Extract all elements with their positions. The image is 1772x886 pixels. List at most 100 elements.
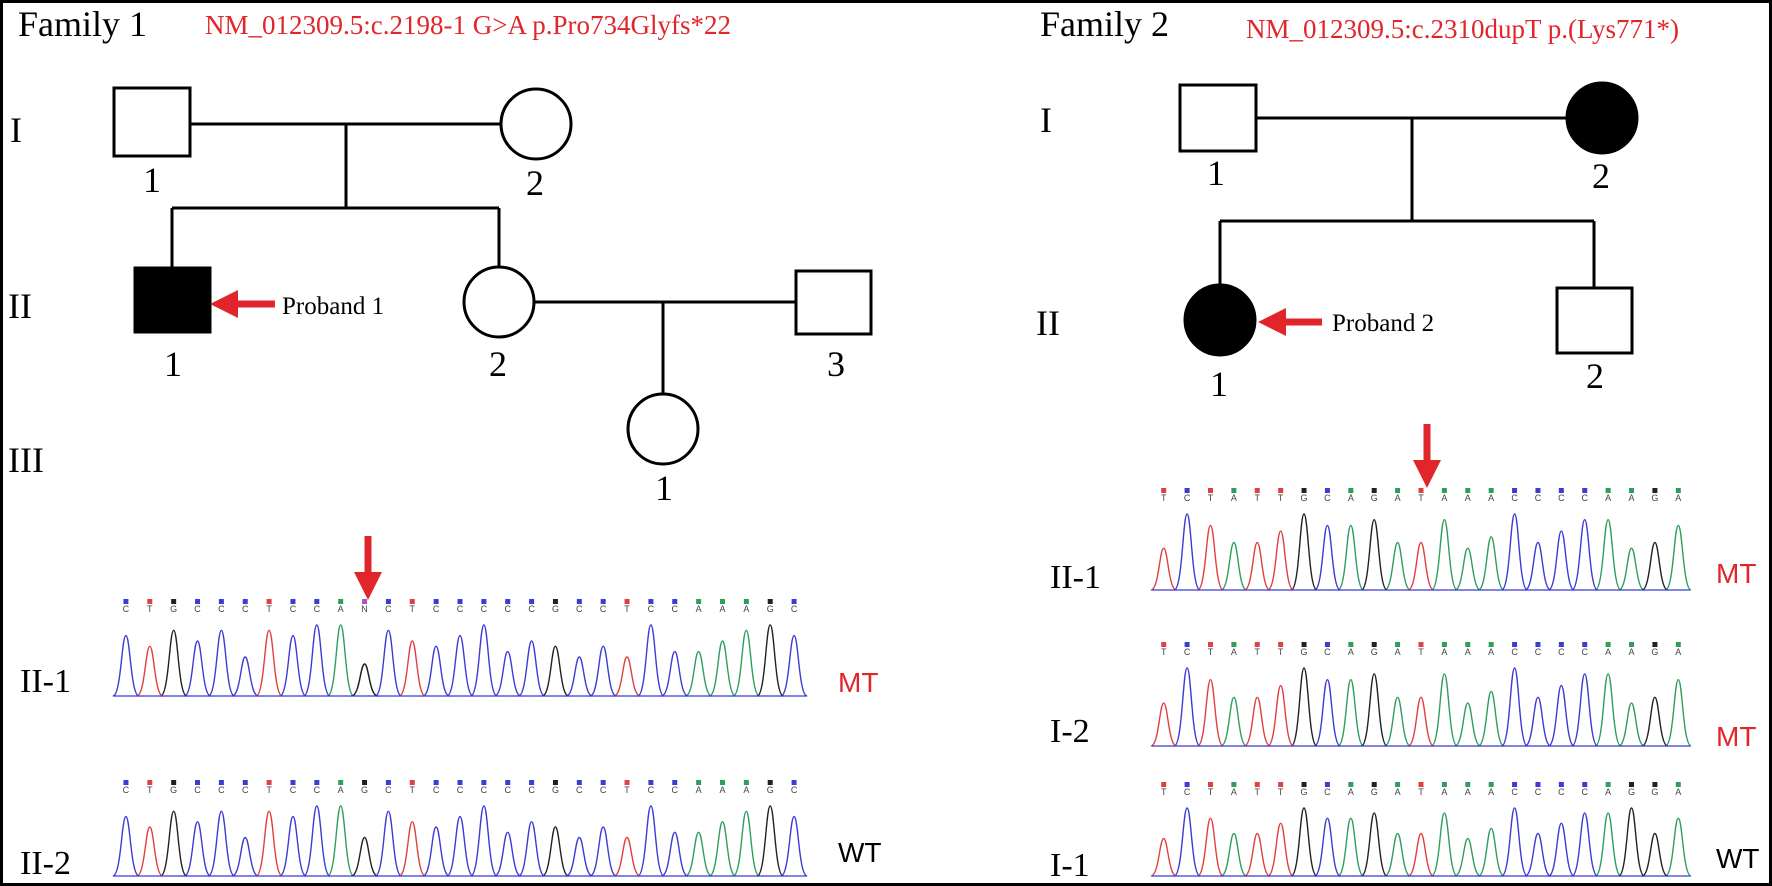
chromatogram-peak-trace (1150, 817, 1435, 877)
base-call-marker (1254, 488, 1260, 493)
family-1-trace-label-II-2: II-2 (20, 845, 71, 882)
family-2-member-I-1-label: 1 (1207, 153, 1225, 193)
base-call-letter: C (672, 604, 679, 614)
base-call-marker (1278, 488, 1284, 493)
base-call-marker (1629, 488, 1635, 493)
base-call-marker (648, 780, 654, 785)
base-call-letter: C (385, 785, 392, 795)
base-call-letter: C (194, 604, 201, 614)
base-call-marker (1512, 488, 1518, 493)
base-call-letter: C (528, 785, 535, 795)
base-call-marker (1395, 642, 1401, 647)
family-1-member-II-2-symbol (462, 265, 536, 339)
base-call-marker (1324, 782, 1330, 787)
base-call-letter: C (576, 604, 583, 614)
base-call-marker (600, 780, 606, 785)
family-1-proband-label: Proband 1 (282, 293, 384, 320)
base-call-letter: C (600, 785, 607, 795)
base-call-letter: C (123, 604, 130, 614)
base-call-marker (1652, 642, 1658, 647)
base-call-marker (1558, 488, 1564, 493)
base-call-letter: C (1535, 647, 1542, 657)
chromatogram-peak-trace (1220, 673, 1692, 747)
base-call-marker (171, 599, 177, 604)
base-call-marker (1605, 488, 1611, 493)
base-call-letter: C (791, 604, 798, 614)
base-call-letter: C (218, 604, 225, 614)
family-1-generation-I: I (10, 110, 22, 150)
base-call-letter: T (1208, 647, 1214, 657)
base-call-letter: G (170, 785, 177, 795)
base-call-letter: T (1208, 787, 1214, 797)
chromatogram-peak-trace (1290, 807, 1669, 877)
base-call-letter: T (147, 785, 153, 795)
base-call-letter: A (1231, 787, 1237, 797)
base-call-marker (1512, 642, 1518, 647)
family-1-variant: NM_012309.5:c.2198-1 G>A p.Pro734Glyfs*2… (205, 10, 731, 40)
family-1-member-II-1-symbol (133, 266, 212, 334)
base-call-marker (767, 599, 773, 604)
base-call-letter: A (1348, 787, 1354, 797)
base-call-letter: T (1278, 647, 1284, 657)
base-call-marker (1465, 488, 1471, 493)
base-call-letter: C (1581, 493, 1588, 503)
family-1-trace-status-II-2: WT (838, 837, 882, 868)
base-call-marker (362, 599, 368, 604)
base-call-marker (195, 780, 201, 785)
base-call-marker (1488, 642, 1494, 647)
base-call-marker (1652, 782, 1658, 787)
base-call-letter: G (552, 604, 559, 614)
family-1-panel: Family 1 NM_012309.5:c.2198-1 G>A p.Pro7… (8, 4, 882, 882)
base-call-marker (433, 780, 439, 785)
base-call-marker (1488, 488, 1494, 493)
base-call-letter: A (1395, 647, 1401, 657)
chromatogram-peak-trace (1290, 513, 1669, 591)
base-call-marker (1418, 488, 1424, 493)
base-call-letter: C (1511, 493, 1518, 503)
family-2-trace-label-I-2: I-2 (1050, 713, 1090, 750)
base-call-marker (696, 599, 702, 604)
base-call-letter: G (170, 604, 177, 614)
base-call-marker (624, 780, 630, 785)
base-call-marker (648, 599, 654, 604)
base-call-letter: C (1558, 493, 1565, 503)
base-call-marker (600, 599, 606, 604)
base-call-letter: T (624, 785, 630, 795)
base-call-marker (266, 780, 272, 785)
base-call-letter: A (338, 604, 344, 614)
base-call-letter: C (504, 604, 511, 614)
base-call-letter: G (1301, 493, 1308, 503)
family-1-member-III-1-label: 1 (655, 468, 673, 508)
family-2-member-II-1-symbol (1183, 283, 1257, 357)
base-call-letter: T (1278, 493, 1284, 503)
base-call-letter: A (1629, 647, 1635, 657)
base-call-marker (1231, 488, 1237, 493)
base-call-letter: N (361, 604, 368, 614)
chromatogram-peak-trace (1150, 678, 1435, 747)
base-call-letter: T (147, 604, 153, 614)
base-call-letter: A (1675, 787, 1681, 797)
base-call-letter: C (791, 785, 798, 795)
base-call-letter: C (1581, 647, 1588, 657)
base-call-marker (1301, 488, 1307, 493)
chromatogram-peak-trace (1220, 812, 1692, 877)
base-call-letter: G (552, 785, 559, 795)
base-call-marker (1582, 488, 1588, 493)
base-call-letter: A (1395, 787, 1401, 797)
base-call-letter: T (266, 785, 272, 795)
base-call-marker (505, 780, 511, 785)
base-call-letter: C (218, 785, 225, 795)
base-call-marker (1231, 642, 1237, 647)
base-call-letter: A (1231, 647, 1237, 657)
base-call-letter: C (1511, 787, 1518, 797)
base-call-letter: A (696, 604, 702, 614)
chromatogram-peak-trace (1173, 667, 1599, 747)
base-call-letter: G (1651, 787, 1658, 797)
base-call-marker (743, 599, 749, 604)
family-1-generation-III: III (8, 440, 44, 480)
base-call-letter: C (1558, 787, 1565, 797)
